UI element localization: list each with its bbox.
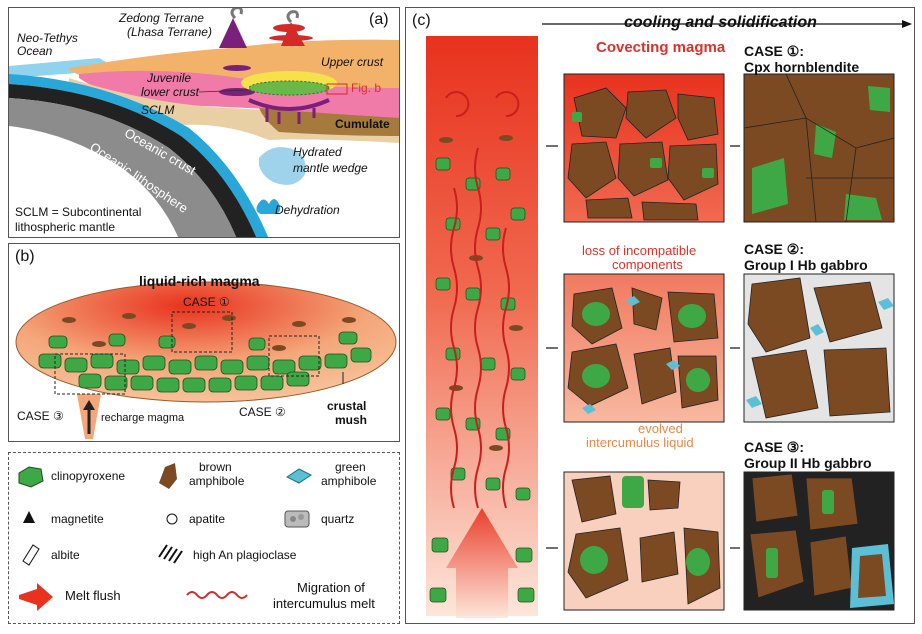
case3-title: CASE ③: — [744, 439, 804, 455]
loss-label-2: components — [612, 257, 683, 272]
legend-brown-amph-2: amphibole — [189, 474, 245, 488]
neo-tethys-label: Neo-Tethys Ocean — [17, 31, 78, 59]
juvenile-label: Juvenile — [147, 71, 192, 85]
panel-b-tag: (b) — [15, 248, 35, 265]
case2-label: CASE ② — [239, 405, 286, 419]
panel-a: (a) Neo-Tethys Ocean Zedong Terrane (Lha… — [8, 7, 400, 238]
tectonic-cross-section — [9, 8, 399, 237]
lhasa-label: (Lhasa Terrane) — [127, 25, 212, 39]
legend-high-an: high An plagioclase — [193, 548, 297, 562]
panel-a-tag: (a) — [369, 11, 389, 28]
case2-sub: Group I Hb gabbro — [744, 257, 868, 273]
case1-title: CASE ①: — [744, 43, 804, 59]
legend-quartz: quartz — [321, 512, 355, 526]
case2-title: CASE ②: — [744, 241, 804, 257]
legend-panel: clinopyroxene brown amphibole green amph… — [8, 452, 400, 624]
recharge-label: recharge magma — [101, 412, 185, 424]
sclm-label: SCLM — [141, 103, 175, 117]
legend-magnetite: magnetite — [51, 512, 104, 526]
legend-melt-flush: Melt flush — [65, 588, 121, 603]
sclm-note-2: lithospheric mantle — [15, 220, 116, 234]
legend-clinopyroxene: clinopyroxene — [51, 469, 126, 483]
legend-migration-1: Migration of — [297, 580, 365, 595]
mush-label: mush — [335, 413, 368, 427]
magma-chamber-diagram — [15, 281, 397, 439]
hydrated-label: Hydrated — [293, 145, 342, 159]
legend-albite: albite — [51, 548, 80, 562]
cooling-diagram — [426, 20, 912, 618]
evolved-label-1: evolved — [638, 421, 683, 436]
fig-b-label: Fig. b — [351, 81, 382, 95]
dehydration-label: Dehydration — [275, 203, 340, 217]
case3-sub: Group II Hb gabbro — [744, 455, 872, 471]
legend-clinopyroxene-text: clinopyroxene — [51, 469, 126, 483]
loss-label-1: loss of incompatible — [582, 243, 697, 258]
lower-crust-label: lower crust — [141, 85, 200, 99]
sclm-note-1: SCLM = Subcontinental — [15, 205, 142, 219]
case1-label: CASE ① — [183, 295, 230, 309]
panel-c: (c) cooling and solidification Covecting… — [405, 7, 915, 624]
cooling-label: cooling and solidification — [624, 14, 817, 31]
mantle-wedge-label: mantle wedge — [293, 161, 368, 175]
legend-apatite: apatite — [189, 512, 226, 526]
cumulate-label: Cumulate — [335, 117, 390, 131]
evolved-label-2: intercumulus liquid — [586, 435, 694, 450]
zedong-label: Zedong Terrane — [119, 11, 204, 25]
legend-green-amph-2: amphibole — [321, 474, 377, 488]
case1-sub: Cpx hornblendite — [744, 59, 860, 75]
convecting-label: Covecting magma — [596, 39, 726, 56]
legend-migration-2: intercumulus melt — [273, 596, 375, 611]
legend-symbols — [18, 463, 312, 611]
crustal-label: crustal — [327, 399, 367, 413]
liquid-rich-label: liquid-rich magma — [139, 273, 260, 289]
panel-b: (b) liquid-rich magma CASE ① CASE ② CASE… — [8, 243, 400, 442]
panel-c-tag: (c) — [412, 12, 431, 29]
case3-label: CASE ③ — [17, 409, 64, 423]
legend-brown-amph-1: brown — [199, 460, 232, 474]
legend-green-amph-1: green — [335, 460, 366, 474]
upper-crust-label: Upper crust — [321, 55, 384, 69]
